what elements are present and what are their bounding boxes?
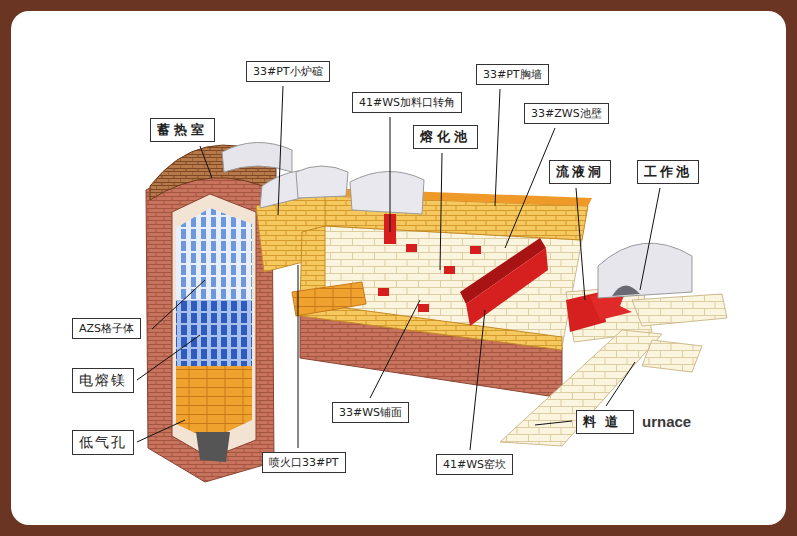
port-block [292,282,366,316]
leader-lines [137,86,660,450]
label-text: 电熔镁 [79,372,127,389]
material-label-box: AZS格子体 [72,318,141,339]
label-text: 流液洞 [556,164,604,180]
label-text: 蓄热室 [157,122,208,138]
label-text: 工作池 [644,164,692,180]
floor-insert [470,246,481,254]
azs-checker [176,208,252,300]
leader-line [576,188,585,300]
material-label-box: 33#PT小炉碹 [246,61,330,82]
label-text: 33#PT胸墙 [483,68,542,81]
floor-insert [406,244,417,252]
material-label-box: 41#WS窑坎 [436,454,513,475]
low-porosity-checker [176,366,252,440]
label-text: 低气孔 [79,434,127,451]
label-text: 33#ZWS池壁 [531,107,602,120]
bridge-wall [466,248,548,326]
regenerator-cap [222,142,292,172]
label-text: AZS格子体 [79,322,134,335]
leader-line [640,188,660,290]
material-label-box: 喷火口33#PT [262,452,346,473]
leader-line [440,153,442,270]
section-label-box: 料道 [576,410,634,434]
leader-line [152,280,205,329]
fused-magnesia-checker [176,300,252,366]
leader-line [200,146,212,178]
material-label-box: 33#WS铺面 [332,402,409,423]
leader-line [505,128,555,248]
label-text: 41#WS窑坎 [443,458,506,471]
forehearth-arm [632,294,727,326]
label-text: 熔化池 [420,129,471,145]
white-panel [11,11,786,525]
regenerator-wall [146,158,274,482]
label-text: 喷火口33#PT [269,456,339,469]
tank-crown-segment [350,171,424,214]
section-label-box: 熔化池 [413,125,478,149]
leader-line [535,421,572,425]
leader-line [606,362,635,406]
section-label-box: 工作池 [637,160,699,184]
floor-insert [378,288,389,296]
label-text: 33#WS铺面 [339,406,402,419]
label-text: 料道 [583,414,627,430]
section-label-box: 蓄热室 [150,118,215,142]
tank-crown-segment [296,166,348,198]
material-label-box: 41#WS加料口转角 [352,92,462,113]
label-text: 33#PT小炉碹 [253,65,323,78]
material-label-box: 33#ZWS池壁 [524,103,609,124]
grate [196,432,230,462]
floor-insert [444,266,455,274]
tank-front-wall [300,302,562,350]
forehearth-arm [642,340,702,372]
leader-line [470,310,485,450]
leader-line [298,265,299,448]
material-label-box: 33#PT胸墙 [476,64,549,85]
floor-insert [418,304,429,312]
leader-line [370,300,420,398]
forehearth-channel [500,330,662,446]
material-label-box: 电熔镁 [72,368,134,393]
label-text: 41#WS加料口转角 [359,96,455,109]
leader-line [278,86,283,215]
material-label-box: 低气孔 [72,430,134,455]
working-end-crown [598,243,692,298]
leader-line [495,89,500,206]
crown-arch [612,285,640,296]
section-label-box: 流液洞 [549,160,611,184]
regenerator-cavity [172,194,256,458]
leader-line [137,420,185,442]
leader-line [137,335,200,380]
leader-line [390,117,391,232]
watermark-text: urnace [642,413,691,431]
